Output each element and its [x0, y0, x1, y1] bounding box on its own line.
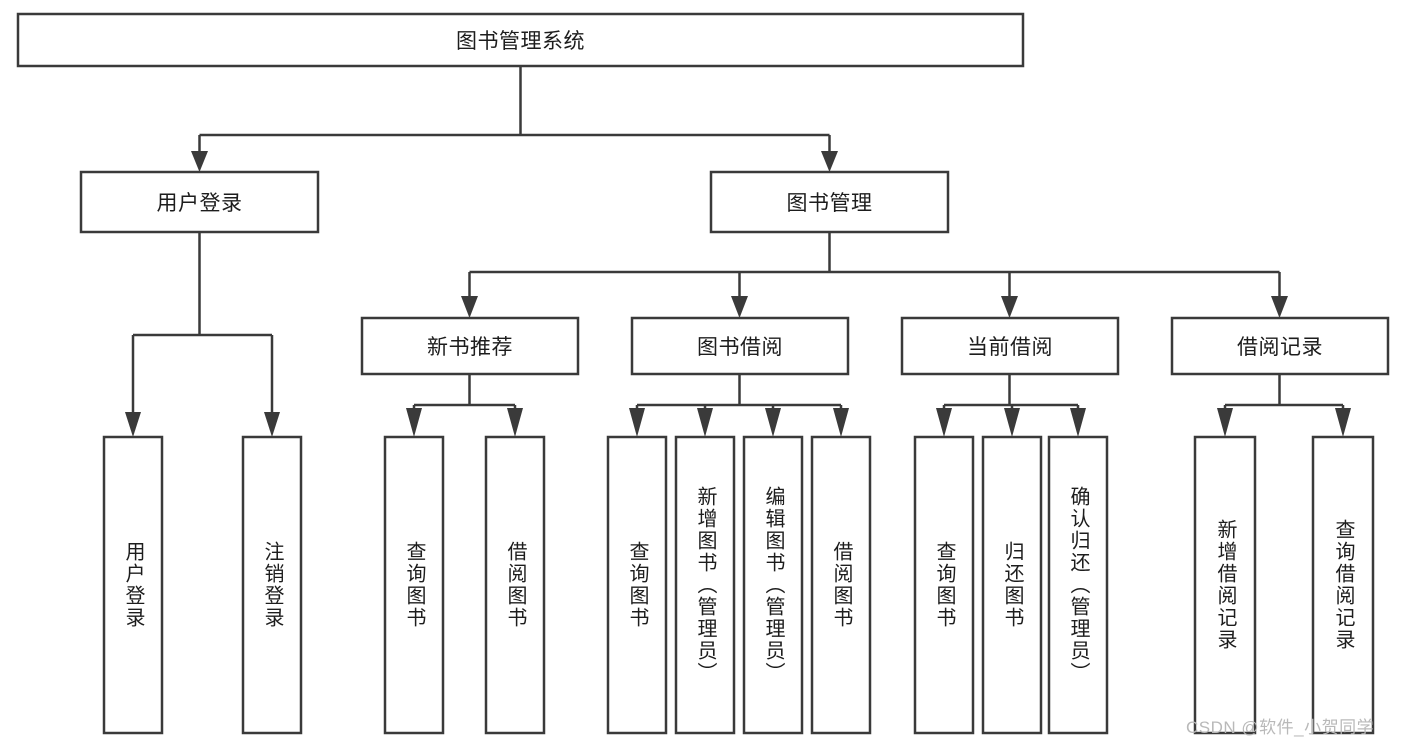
connector-group-borrow-record [1217, 374, 1351, 437]
arrowhead-leaf-query-book-borrow [629, 408, 645, 437]
arrowhead-book-manage [821, 151, 838, 172]
arrowhead-leaf-user-login [125, 412, 141, 437]
node-box-leaf-logout[interactable] [241, 435, 303, 735]
node-box-current-borrow[interactable] [900, 316, 1120, 376]
arrowhead-leaf-query-book-recommend [406, 408, 422, 437]
arrowhead-leaf-add-borrow-record [1217, 408, 1233, 437]
connector-group-book-manage [461, 232, 1288, 318]
arrowhead-book-borrow [731, 296, 748, 318]
arrowhead-borrow-record [1271, 296, 1288, 318]
arrowhead-leaf-edit-book-admin [765, 408, 781, 437]
node-box-leaf-borrow-book[interactable] [810, 435, 872, 735]
node-box-leaf-query-book-borrow[interactable] [606, 435, 668, 735]
node-box-book-manage[interactable] [709, 170, 950, 234]
node-box-root[interactable] [16, 12, 1025, 68]
arrowhead-user-login [191, 151, 208, 172]
node-box-new-book-recommend[interactable] [360, 316, 580, 376]
arrowhead-leaf-borrow-book-recommend [507, 408, 523, 437]
connector-group-root [191, 66, 838, 172]
node-box-leaf-user-login[interactable] [102, 435, 164, 735]
arrowhead-new-book-recommend [461, 296, 478, 318]
node-box-leaf-return-book[interactable] [981, 435, 1043, 735]
arrowhead-leaf-query-borrow-record [1335, 408, 1351, 437]
node-box-leaf-edit-book-admin[interactable] [742, 435, 804, 735]
arrowhead-leaf-borrow-book [833, 408, 849, 437]
arrowhead-current-borrow [1001, 296, 1018, 318]
arrowhead-leaf-query-book-current [936, 408, 952, 437]
connector-group-new-book-recommend [406, 374, 523, 437]
connector-group-user-login [125, 232, 280, 437]
node-box-borrow-record[interactable] [1170, 316, 1390, 376]
node-box-leaf-query-book-current[interactable] [913, 435, 975, 735]
arrowhead-leaf-confirm-return-admin [1070, 408, 1086, 437]
connector-group-book-borrow [629, 374, 849, 437]
arrowhead-leaf-logout [264, 412, 280, 437]
node-box-leaf-borrow-book-recommend[interactable] [484, 435, 546, 735]
arrowhead-leaf-add-book-admin [697, 408, 713, 437]
node-box-leaf-query-borrow-record[interactable] [1311, 435, 1375, 735]
node-box-leaf-query-book-recommend[interactable] [383, 435, 445, 735]
node-box-leaf-add-book-admin[interactable] [674, 435, 736, 735]
arrowhead-leaf-return-book [1004, 408, 1020, 437]
csdn-watermark: CSDN @软件_小贺同学 [1186, 718, 1375, 737]
node-box-user-login[interactable] [79, 170, 320, 234]
node-box-book-borrow[interactable] [630, 316, 850, 376]
connector-group-current-borrow [936, 374, 1086, 437]
node-box-leaf-confirm-return-admin[interactable] [1047, 435, 1109, 735]
node-box-leaf-add-borrow-record[interactable] [1193, 435, 1257, 735]
